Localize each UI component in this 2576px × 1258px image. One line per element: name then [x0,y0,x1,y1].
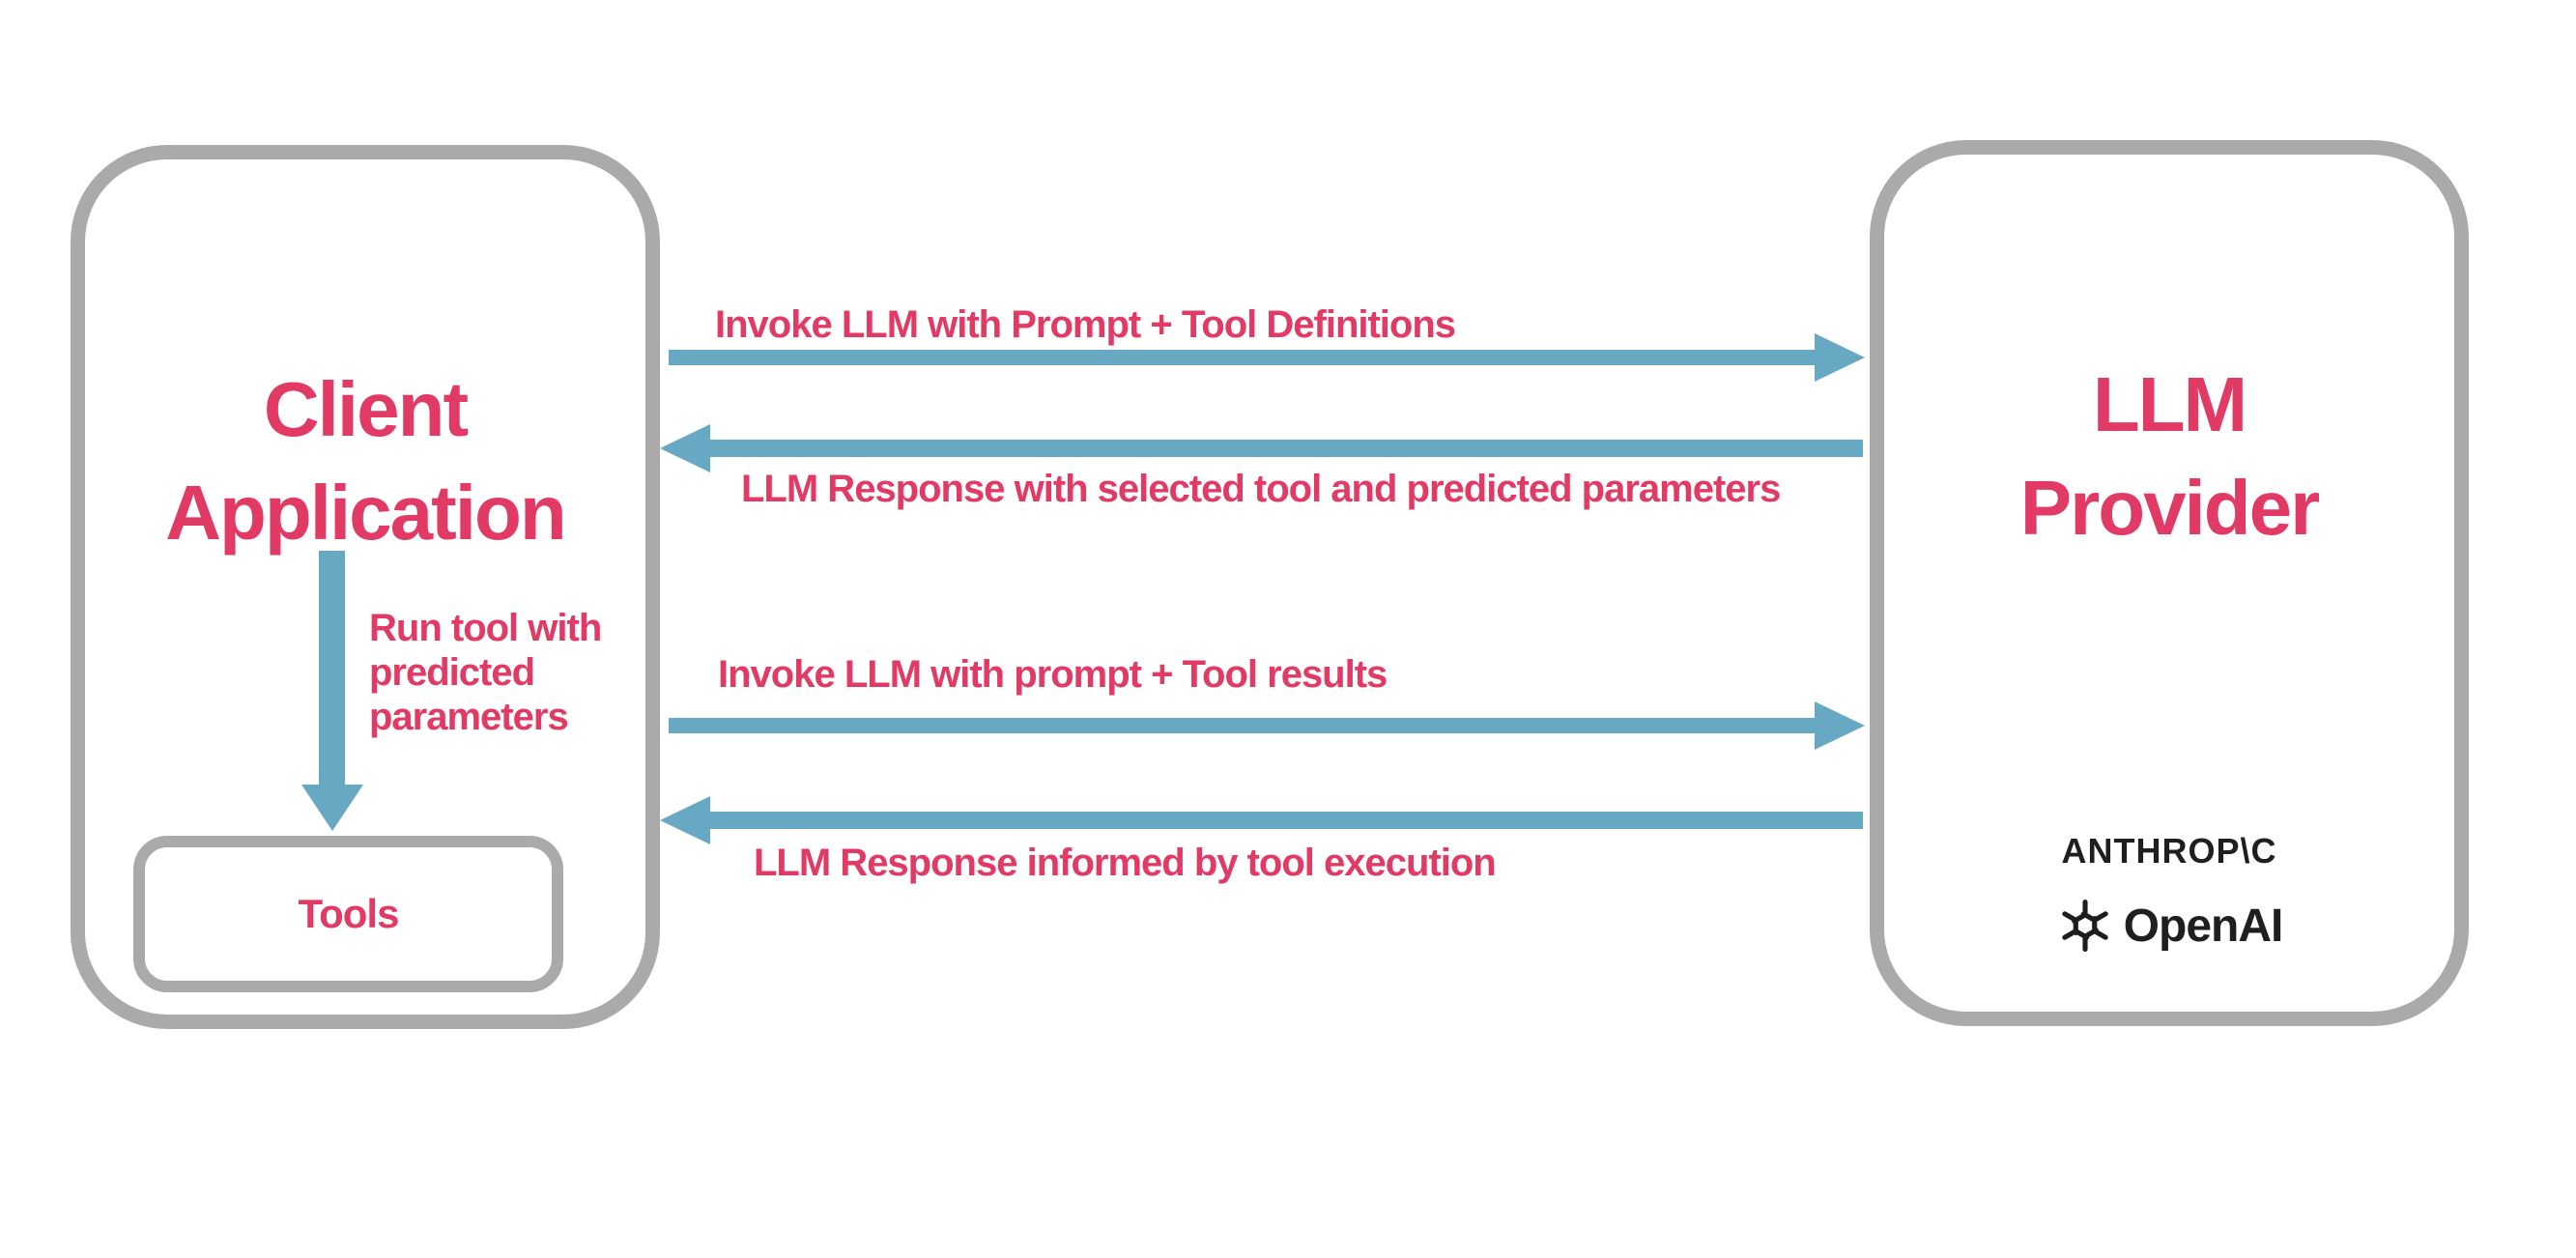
arrowhead-left-icon [660,424,710,472]
llm-provider-box: LLM Provider ANTHROP\C OpenAI [1870,140,2469,1026]
arrowhead-left-icon [660,796,710,844]
arrow-response-tool-execution [710,812,1863,829]
run-tool-label: Run tool with predicted parameters [369,607,602,738]
run-tool-arrow [319,551,345,785]
openai-wordmark: OpenAI [2123,900,2284,952]
arrow-invoke-results [669,718,1815,733]
llm-provider-title: LLM Provider [2019,361,2321,551]
openai-logo-icon [2061,900,2108,952]
client-application-box: Client Application Run tool with predict… [71,145,660,1029]
arrow-label-response-tool-execution: LLM Response informed by tool execution [754,842,1497,884]
run-tool-arrowhead-icon [301,785,363,831]
anthropic-logo: ANTHROP\C [2061,831,2277,871]
arrowhead-right-icon [1815,333,1865,382]
tools-label: Tools [298,891,400,936]
arrow-label-response-selected-tool: LLM Response with selected tool and pred… [741,468,1781,510]
arrow-label-invoke-results: Invoke LLM with prompt + Tool results [718,653,1388,696]
client-application-title: Client Application [165,366,567,556]
tools-box: Tools [133,836,563,992]
arrowhead-right-icon [1815,701,1865,750]
arrow-response-selected-tool [710,440,1863,457]
arrow-label-invoke-definitions: Invoke LLM with Prompt + Tool Definition… [715,303,1456,346]
openai-logo: OpenAI [1884,897,2454,955]
arrow-invoke-definitions [669,350,1815,365]
